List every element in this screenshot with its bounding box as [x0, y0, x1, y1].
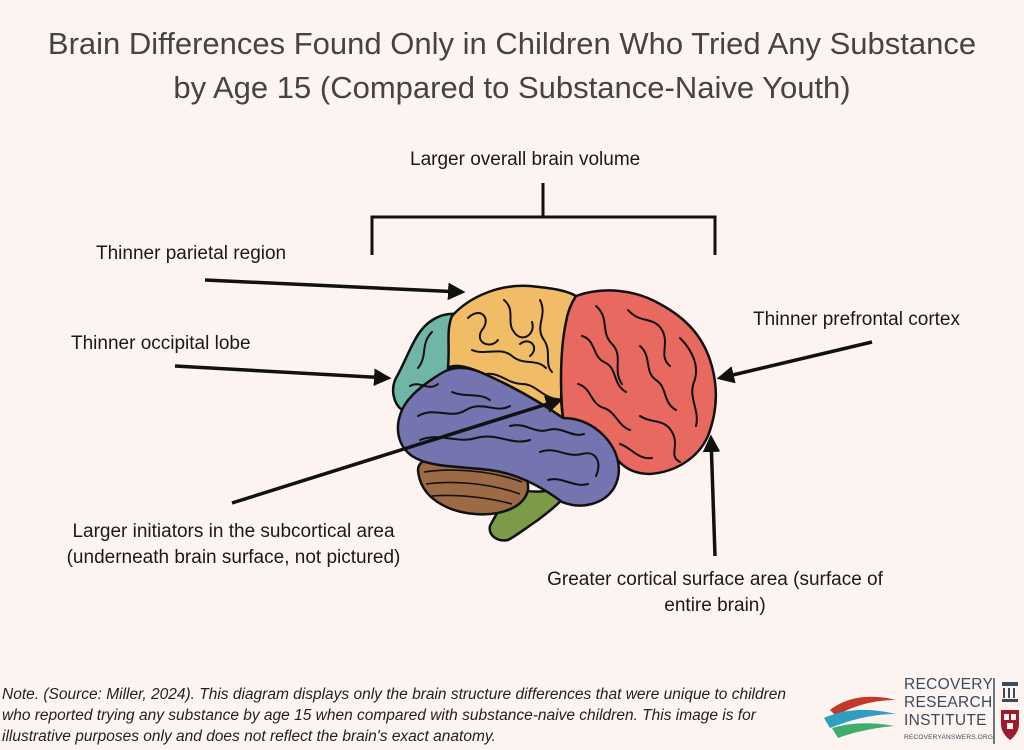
recovery-research-institute-logo: RECOVERY RESEARCH INSTITUTE RECOVERYANSW… — [822, 676, 1022, 748]
logo-text: RECOVERY RESEARCH INSTITUTE — [904, 676, 993, 730]
logo-url: RECOVERYANSWERS.ORG — [904, 734, 994, 741]
label-overall-volume: Larger overall brain volume — [410, 149, 641, 170]
temporal-lobe — [396, 366, 621, 507]
arrow-prefrontal — [716, 340, 873, 384]
label-subcortical: Larger initiators in the subcortical are… — [36, 519, 431, 571]
label-surface-line-1: Greater cortical surface area (surface o… — [547, 569, 883, 590]
title-line-1: Brain Differences Found Only in Children… — [47, 26, 977, 61]
label-parietal: Thinner parietal region — [96, 243, 287, 264]
logo-line-3: INSTITUTE — [904, 712, 987, 729]
frontal-lobe — [559, 289, 718, 476]
arrow-parietal — [204, 278, 466, 301]
logo-swoosh-icon — [824, 696, 896, 738]
label-occipital: Thinner occipital lobe — [71, 333, 251, 354]
logo-line-2: RESEARCH — [904, 694, 993, 711]
arrow-surface — [702, 434, 721, 557]
annotation-arrows — [174, 278, 873, 557]
arrow-subcortical — [231, 395, 564, 505]
label-subcortical-line-2: (underneath brain surface, not pictured) — [66, 547, 401, 568]
volume-bracket — [370, 183, 717, 255]
source-note: Note. (Source: Miller, 2024). This diagr… — [2, 686, 786, 745]
brain-folds — [409, 299, 698, 486]
label-surface-line-2: entire brain) — [664, 595, 766, 616]
label-prefrontal: Thinner prefrontal cortex — [753, 309, 960, 330]
label-subcortical-line-1: Larger initiators in the subcortical are… — [72, 521, 395, 542]
title-line-2: by Age 15 (Compared to Substance-Naive Y… — [173, 70, 851, 105]
institution-shield-icon — [993, 678, 1019, 744]
label-surface-area: Greater cortical surface area (surface o… — [516, 567, 914, 619]
diagram-title: Brain Differences Found Only in Children… — [0, 22, 1024, 110]
arrow-occipital — [174, 364, 392, 386]
logo-line-1: RECOVERY — [904, 676, 994, 693]
